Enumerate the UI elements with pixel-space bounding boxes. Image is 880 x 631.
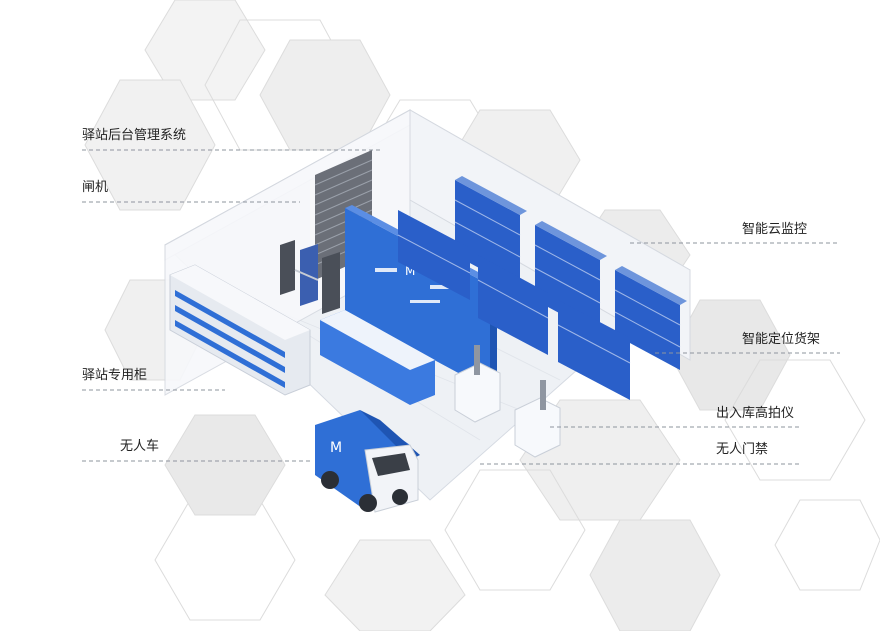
- label-access-control: 无人门禁: [716, 442, 769, 457]
- unmanned-vehicle: M: [315, 410, 420, 513]
- svg-text:M: M: [330, 440, 342, 456]
- locker-cabinet: [169, 264, 311, 396]
- shelf-unit: [455, 176, 527, 290]
- shelf-unit: [558, 300, 630, 400]
- smart-shelves: [397, 176, 687, 400]
- label-scanner: 出入库高拍仪: [716, 406, 795, 421]
- label-locker: 驿站专用柜: [82, 368, 148, 383]
- label-gate: 闸机: [82, 180, 109, 195]
- label-smart-shelf: 智能定位货架: [742, 332, 821, 347]
- label-cloud-monitor: 智能云监控: [742, 222, 808, 237]
- shelf-unit: [615, 266, 687, 370]
- shelf-unit: [478, 255, 548, 355]
- label-backend-system: 驿站后台管理系统: [82, 128, 187, 143]
- leader-lines: [82, 149, 840, 465]
- shelf-unit: [398, 210, 470, 300]
- shelf-unit: [535, 221, 607, 335]
- turnstile-gates: [280, 240, 340, 314]
- scanner-stations: [454, 345, 561, 458]
- reception-desk: [320, 310, 435, 405]
- label-unmanned-vehicle: 无人车: [120, 439, 160, 454]
- svg-text:M: M: [405, 264, 415, 278]
